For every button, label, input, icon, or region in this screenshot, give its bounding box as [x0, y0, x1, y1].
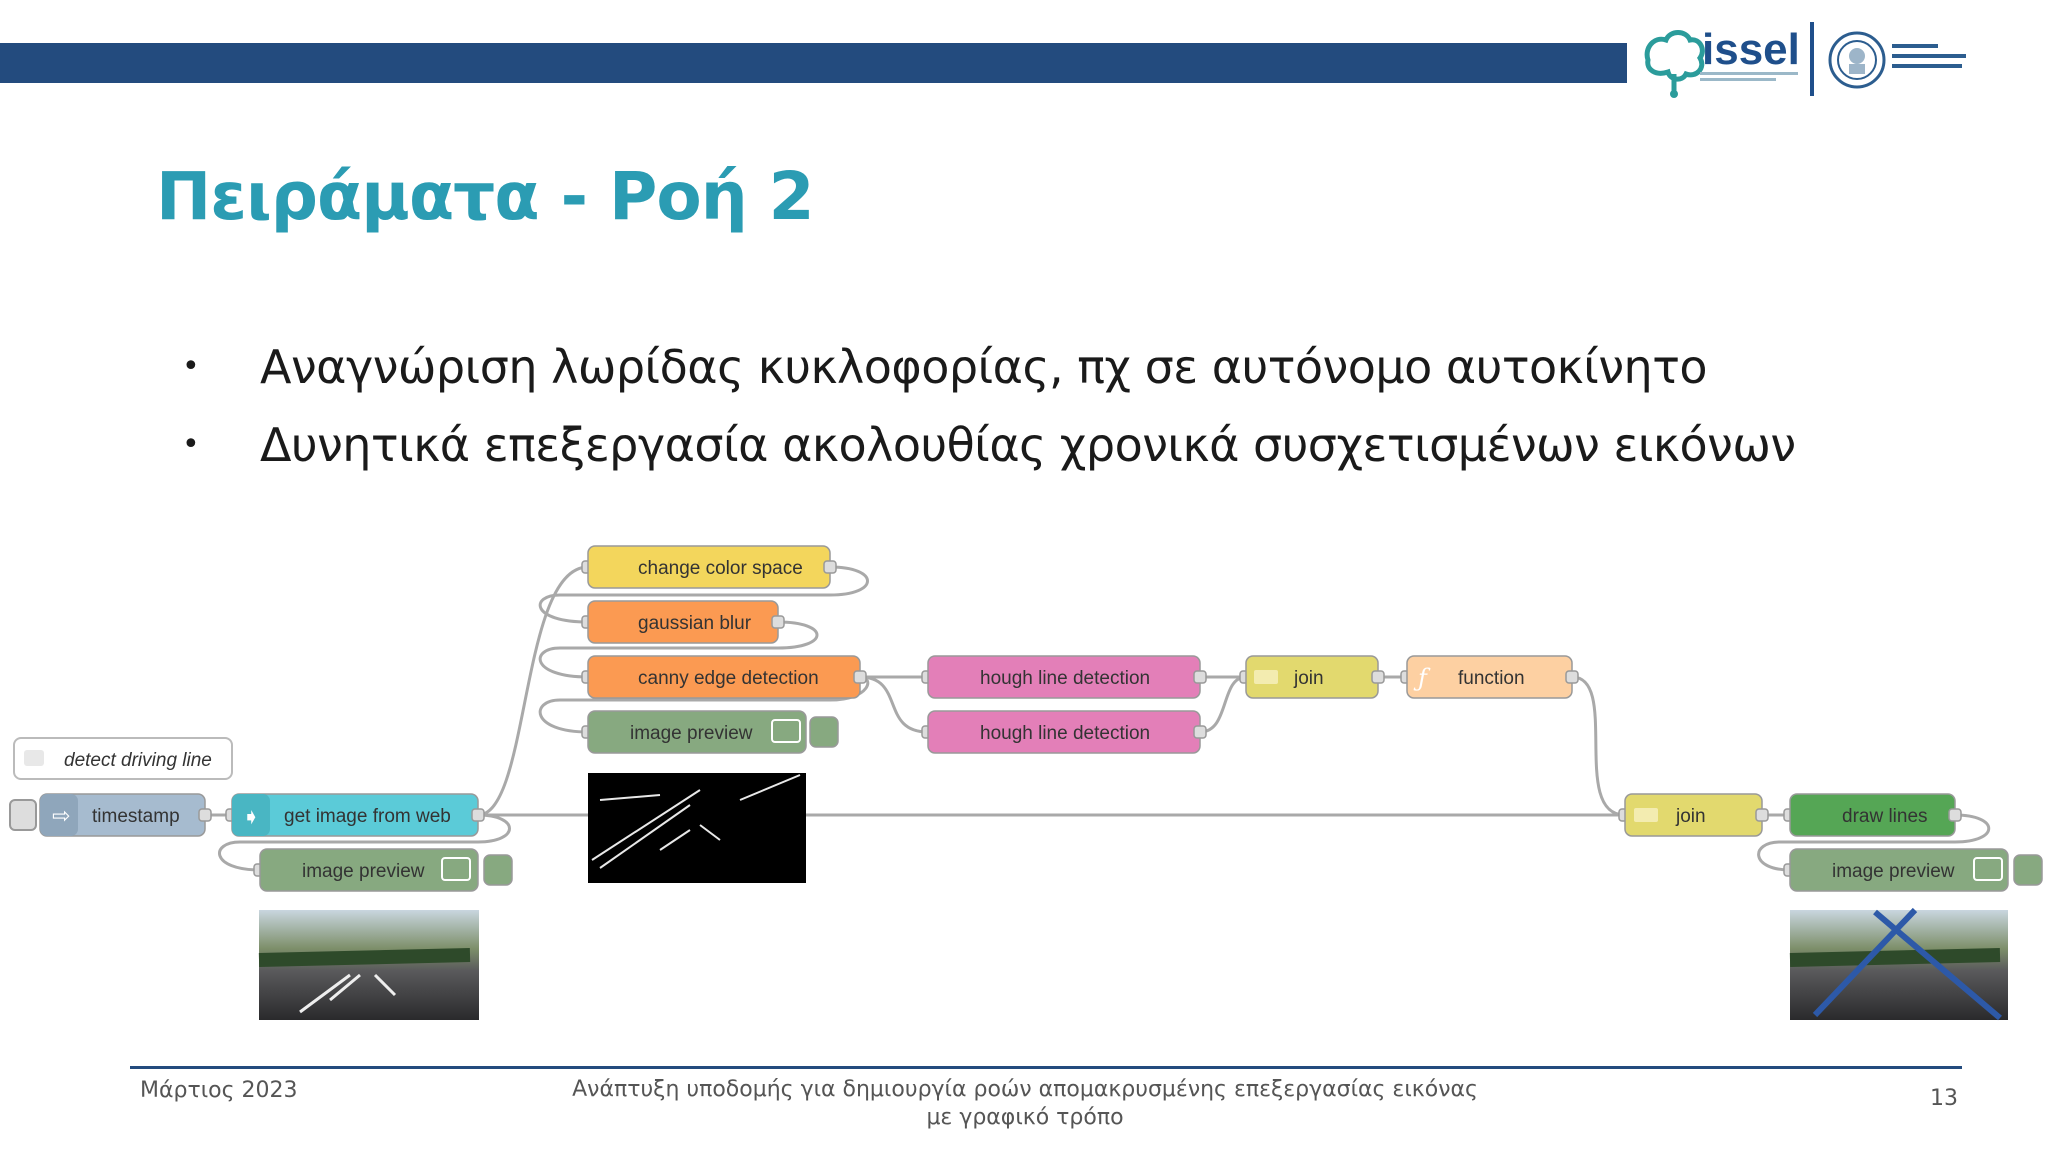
function-node-canny[interactable]: canny edge detection: [581, 655, 867, 699]
slide-title: Πειράματα - Ροή 2: [156, 158, 815, 235]
node-label: image preview: [302, 861, 425, 882]
inject-button[interactable]: [9, 799, 37, 831]
bullet-item: • Δυνητικά επεξεργασία ακολουθίας χρονικ…: [182, 406, 1796, 484]
node-red-flow: detect driving line ⇨ timestamp ➧ get im…: [9, 545, 2043, 1021]
image-icon: [771, 719, 801, 743]
logos: issel: [1644, 22, 1966, 98]
preview-image-lanes: [1789, 907, 2008, 1021]
node-label: join: [1293, 668, 1324, 689]
node-label: image preview: [1832, 861, 1955, 882]
arrow-in-icon: [40, 794, 78, 836]
comment-node[interactable]: detect driving line: [13, 737, 233, 780]
preview-image-road: [258, 910, 479, 1020]
node-label: draw lines: [1842, 806, 1928, 827]
image-preview-node[interactable]: image preview: [253, 848, 513, 892]
preview-image-edges: [588, 773, 806, 883]
image-preview-node[interactable]: image preview: [581, 710, 839, 754]
bullet-list: • Αναγνώριση λωρίδας κυκλοφορίας, πχ σε …: [182, 328, 1796, 484]
http-request-node[interactable]: ➧ get image from web: [225, 793, 485, 837]
bullet-marker: •: [182, 349, 200, 384]
node-label: hough line detection: [980, 723, 1150, 744]
join-icon: [1254, 670, 1278, 684]
node-label: image preview: [630, 723, 753, 744]
node-label: canny edge detection: [638, 668, 819, 689]
node-label: function: [1458, 668, 1525, 689]
function-node-hough-1[interactable]: hough line detection: [921, 655, 1207, 699]
svg-text:⇨: ⇨: [52, 804, 70, 829]
auth-seal-icon: [1828, 31, 1886, 89]
footer-caption-line: με γραφικό τρόπο: [926, 1105, 1124, 1130]
function-node[interactable]: ƒ function: [1400, 655, 1579, 699]
image-icon: [1973, 857, 2003, 881]
globe-icon: [232, 794, 270, 836]
preview-toggle-button[interactable]: [809, 716, 839, 748]
bullet-marker: •: [182, 427, 200, 462]
function-icon: ƒ: [1413, 664, 1431, 692]
comment-icon: [24, 750, 44, 766]
image-preview-node[interactable]: image preview: [1783, 848, 2043, 892]
page-number: 13: [1930, 1086, 1958, 1111]
bullet-text: Δυνητικά επεξεργασία ακολουθίας χρονικά …: [260, 418, 1796, 472]
brain-icon: [1644, 30, 1705, 98]
issel-wordmark: issel: [1702, 25, 1800, 74]
join-node-2[interactable]: join: [1618, 793, 1769, 837]
function-node-gaussian-blur[interactable]: gaussian blur: [581, 600, 785, 644]
function-node-draw-lines[interactable]: draw lines: [1783, 793, 1962, 837]
footer-caption-line: Ανάπτυξη υποδομής για δημιουργία ροών απ…: [572, 1077, 1478, 1102]
node-label: hough line detection: [980, 668, 1150, 689]
university-name: [1892, 44, 1966, 68]
node-label: change color space: [638, 558, 803, 579]
image-icon: [441, 857, 471, 881]
join-icon: [1634, 808, 1658, 822]
node-label: detect driving line: [64, 750, 212, 771]
bullet-text: Αναγνώριση λωρίδας κυκλοφορίας, πχ σε αυ…: [260, 340, 1708, 394]
preview-toggle-button[interactable]: [483, 854, 513, 886]
header-bar: [0, 43, 1627, 83]
node-label: timestamp: [92, 806, 180, 827]
footer-divider: [130, 1066, 1962, 1069]
bullet-item: • Αναγνώριση λωρίδας κυκλοφορίας, πχ σε …: [182, 328, 1796, 406]
footer-date: Μάρτιος 2023: [140, 1078, 298, 1103]
preview-toggle-button[interactable]: [2013, 854, 2043, 886]
node-label: get image from web: [284, 806, 451, 827]
function-node-hough-2[interactable]: hough line detection: [921, 710, 1207, 754]
footer-caption: Ανάπτυξη υποδομής για δημιουργία ροών απ…: [560, 1076, 1490, 1132]
node-label: gaussian blur: [638, 613, 752, 634]
join-node-1[interactable]: join: [1239, 655, 1385, 699]
inject-node-timestamp[interactable]: ⇨ timestamp: [9, 793, 212, 837]
function-node-change-color-space[interactable]: change color space: [581, 545, 837, 589]
svg-text:➧: ➧: [242, 805, 260, 830]
node-label: join: [1675, 806, 1706, 827]
